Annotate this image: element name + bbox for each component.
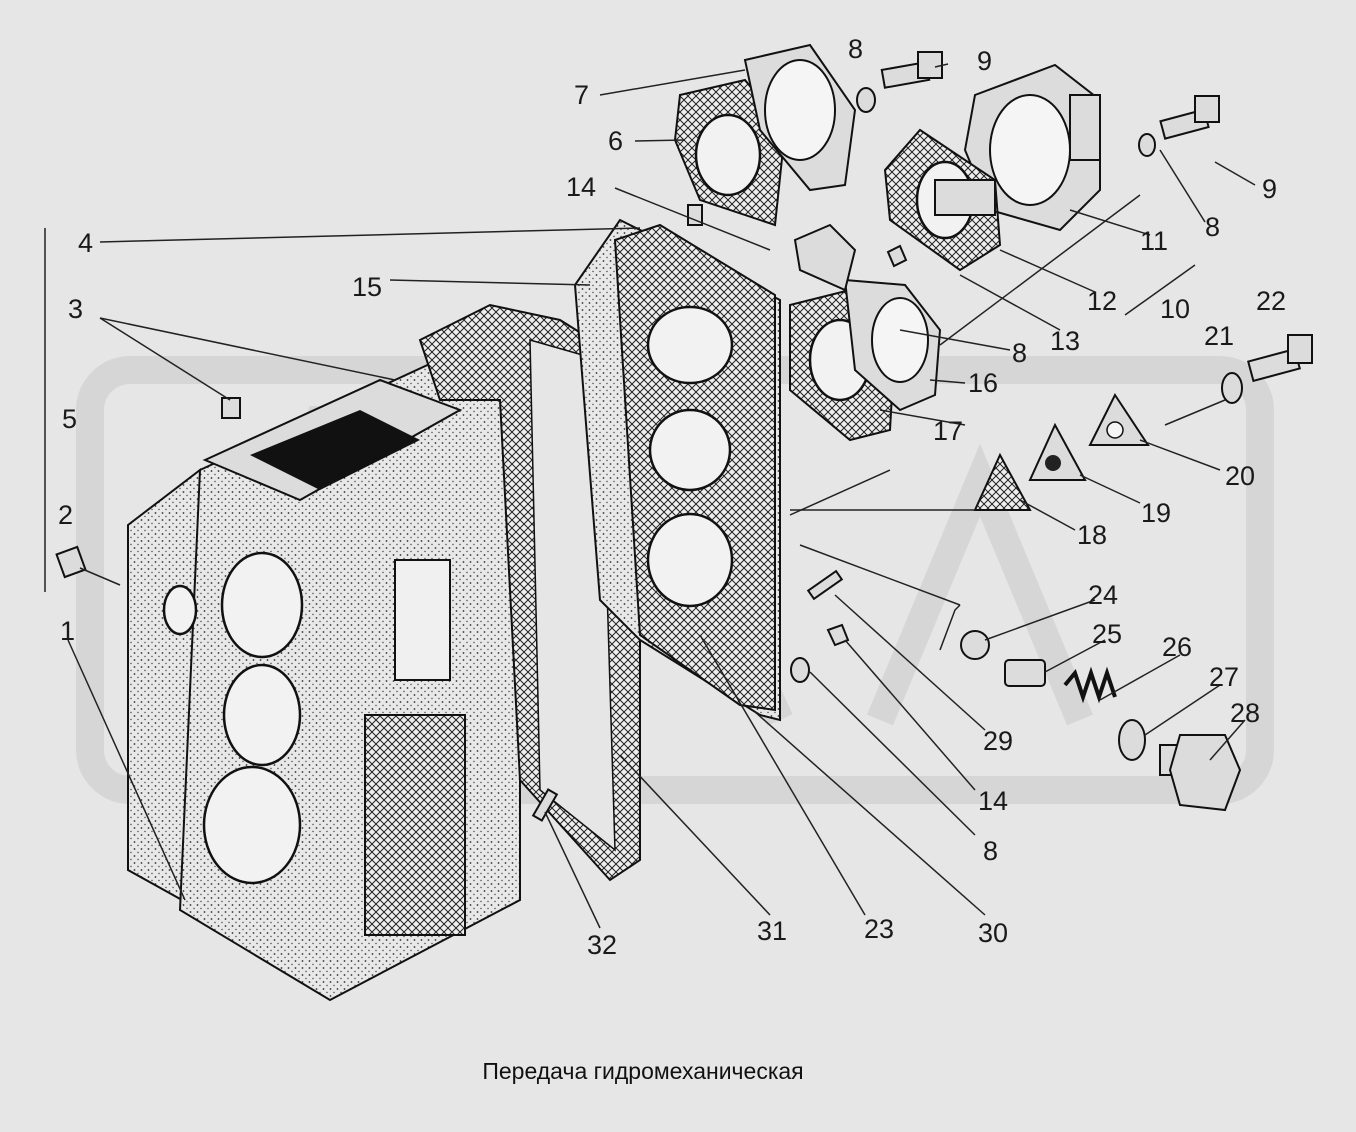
callout-29: 29 (983, 726, 1013, 756)
callout-8: 8 (1205, 212, 1220, 242)
callout-22: 22 (1256, 286, 1286, 316)
nut-part-8 (886, 244, 908, 268)
callout-6: 6 (608, 126, 623, 156)
stud-part-32 (531, 788, 559, 822)
callout-11: 11 (1140, 226, 1168, 256)
callout-15: 15 (352, 272, 382, 302)
callout-27: 27 (1209, 662, 1239, 692)
callout-25: 25 (1092, 619, 1122, 649)
ball-part-24 (960, 630, 990, 660)
bolt-part-9 (1159, 95, 1220, 140)
housing-part-11 (963, 63, 1101, 232)
callout-2: 2 (58, 500, 73, 530)
gasket-part-18 (973, 452, 1032, 511)
callout-30: 30 (978, 918, 1008, 948)
spring-part-26 (1063, 666, 1117, 704)
callout-17: 17 (933, 416, 963, 446)
callout-9: 9 (977, 46, 992, 76)
callout-1: 1 (60, 616, 75, 646)
callout-20: 20 (1225, 461, 1255, 491)
callout-9: 9 (1262, 174, 1277, 204)
callout-31: 31 (757, 916, 787, 946)
washer-part-21 (1221, 372, 1243, 404)
callout-21: 21 (1204, 321, 1234, 351)
callout-8: 8 (848, 34, 863, 64)
washer-part-8 (1138, 133, 1156, 157)
housing-part-1 (127, 348, 521, 1002)
bracket-part-4 (793, 223, 857, 292)
callout-10: 10 (1160, 294, 1190, 324)
washer-part-27 (1118, 719, 1146, 761)
leader-lines (67, 63, 1256, 929)
callout-24: 24 (1088, 580, 1118, 610)
plate-part-19 (1028, 422, 1087, 481)
plunger-part-25 (1004, 659, 1046, 687)
cover-plate-part-15 (573, 218, 781, 722)
shaft-part-12 (934, 179, 996, 216)
cover-part-7 (743, 43, 857, 192)
plug-part-28 (1159, 734, 1242, 812)
callout-14: 14 (566, 172, 596, 202)
callout-19: 19 (1141, 498, 1171, 528)
bolt-part-22 (1247, 334, 1313, 383)
callout-8: 8 (983, 836, 998, 866)
plate-part-20 (1088, 393, 1150, 446)
callout-18: 18 (1077, 520, 1107, 550)
callout-4: 4 (78, 228, 93, 258)
callout-26: 26 (1162, 632, 1192, 662)
callout-32: 32 (587, 930, 617, 960)
callout-3: 3 (68, 294, 83, 324)
pin-part-29 (806, 569, 844, 601)
callout-23: 23 (864, 914, 894, 944)
callout-labels: 1 2 3 4 5 6 7 8 9 9 8 11 12 10 13 14 15 … (58, 34, 1286, 960)
callout-12: 12 (1087, 286, 1117, 316)
plug-part-3 (221, 397, 241, 419)
callout-16: 16 (968, 368, 998, 398)
washer-part-8 (856, 87, 876, 113)
nut-part-14 (826, 623, 850, 647)
diagram-caption: Передача гидромеханическая (482, 1058, 804, 1084)
callout-14: 14 (978, 786, 1008, 816)
plug-part-2 (55, 545, 87, 579)
washer-part-8 (790, 657, 810, 683)
callout-13: 13 (1050, 326, 1080, 356)
callout-8: 8 (1012, 338, 1027, 368)
callout-5: 5 (62, 404, 77, 434)
cover-part-16 (843, 278, 942, 412)
stud-part-14 (687, 204, 703, 226)
callout-28: 28 (1230, 698, 1260, 728)
callout-7: 7 (574, 80, 589, 110)
bolt-part-9 (880, 51, 943, 89)
